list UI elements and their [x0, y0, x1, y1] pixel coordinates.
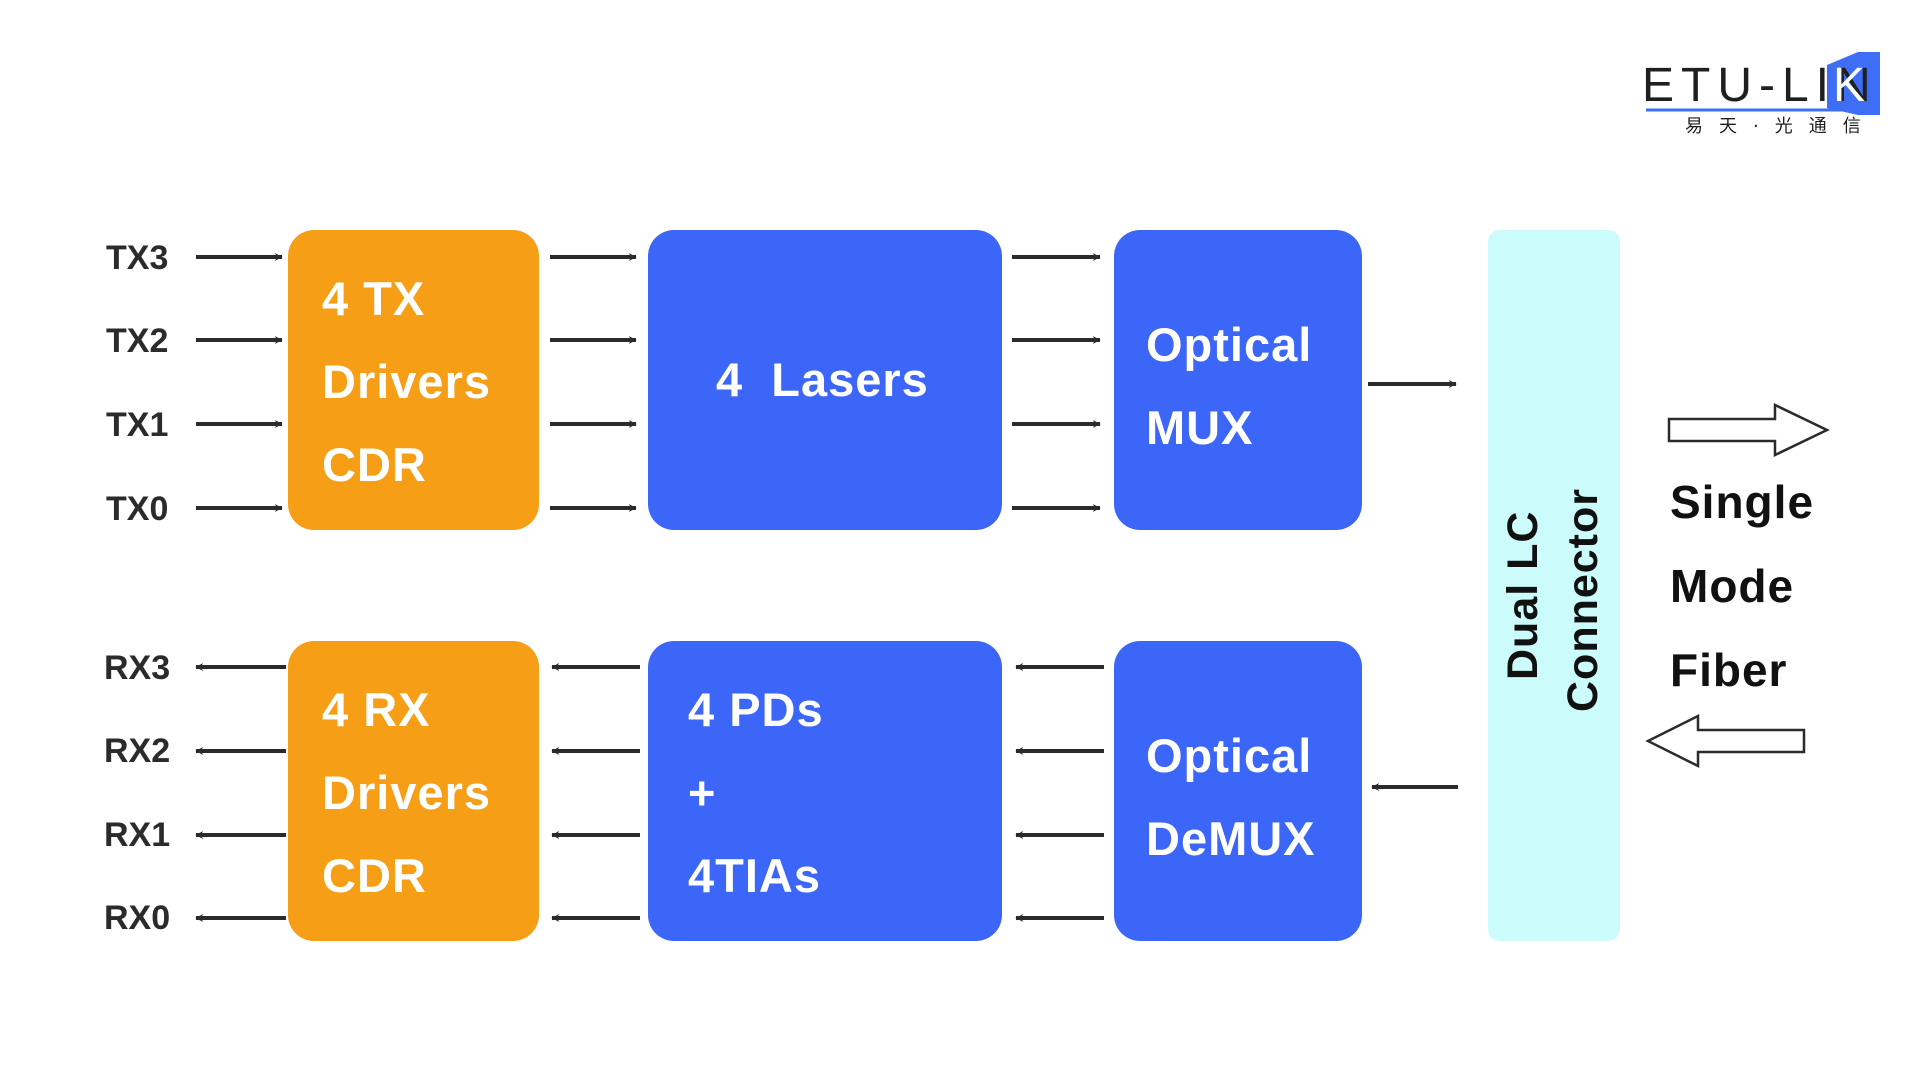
logo-accent-letter: K: [1833, 59, 1872, 112]
driver-to-laser-arrows: [550, 253, 637, 512]
tx-driver-block: [288, 230, 539, 530]
lasers-block: [648, 230, 1002, 530]
tx-input-arrows: [196, 253, 283, 512]
demux-label-2: DeMUX: [1146, 812, 1316, 865]
pds-tias-block: [648, 641, 1002, 941]
optical-demux-block: [1114, 641, 1362, 941]
connector-label-2: Connector: [1559, 488, 1607, 712]
laser-to-mux-arrows: [1012, 253, 1101, 512]
rx-driver-label-3: CDR: [322, 849, 427, 902]
etu-link-logo: ETU-LIN K 易天·光通信: [1642, 52, 1880, 137]
tx-driver-label-3: CDR: [322, 438, 427, 491]
optical-mux-block: [1114, 230, 1362, 530]
rx0-label: RX0: [104, 899, 170, 937]
mux-label-1: Optical: [1146, 318, 1312, 371]
logo-accent-shape: [1827, 52, 1880, 115]
rx-driver-block: [288, 641, 539, 941]
dual-lc-connector-block: [1488, 230, 1620, 941]
pds-label-3: 4TIAs: [688, 849, 821, 902]
connector-label-1: Dual LC: [1499, 511, 1547, 680]
demux-label-1: Optical: [1146, 729, 1312, 782]
rx-output-arrows: [195, 663, 286, 922]
logo-text: ETU-LIN: [1642, 59, 1878, 112]
lasers-label: 4 Lasers: [716, 353, 929, 406]
rx-driver-label-2: Drivers: [322, 766, 491, 819]
pds-label-1: 4 PDs: [688, 683, 824, 736]
fiber-label-1: Single: [1670, 476, 1814, 528]
mux-label-2: MUX: [1146, 401, 1253, 454]
fiber-label-2: Mode: [1670, 560, 1794, 612]
fiber-label-3: Fiber: [1670, 644, 1787, 696]
pd-to-driver-arrows: [551, 663, 640, 922]
rx-driver-label-1: 4 RX: [322, 683, 431, 736]
fiber-in-hollow-arrow: [1645, 713, 1806, 769]
logo-subtitle: 易天·光通信: [1685, 116, 1877, 137]
tx-driver-label-2: Drivers: [322, 355, 491, 408]
rx3-label: RX3: [104, 649, 170, 687]
tx1-label: TX1: [106, 406, 168, 444]
rx2-label: RX2: [104, 732, 170, 770]
demux-to-pd-arrows: [1015, 663, 1104, 922]
tx0-label: TX0: [106, 490, 168, 528]
fiber-out-hollow-arrow: [1667, 403, 1830, 457]
pds-label-2: +: [688, 766, 716, 819]
rx1-label: RX1: [104, 816, 170, 854]
tx2-label: TX2: [106, 322, 168, 360]
tx-driver-label-1: 4 TX: [322, 272, 425, 325]
tx3-label: TX3: [106, 239, 168, 277]
